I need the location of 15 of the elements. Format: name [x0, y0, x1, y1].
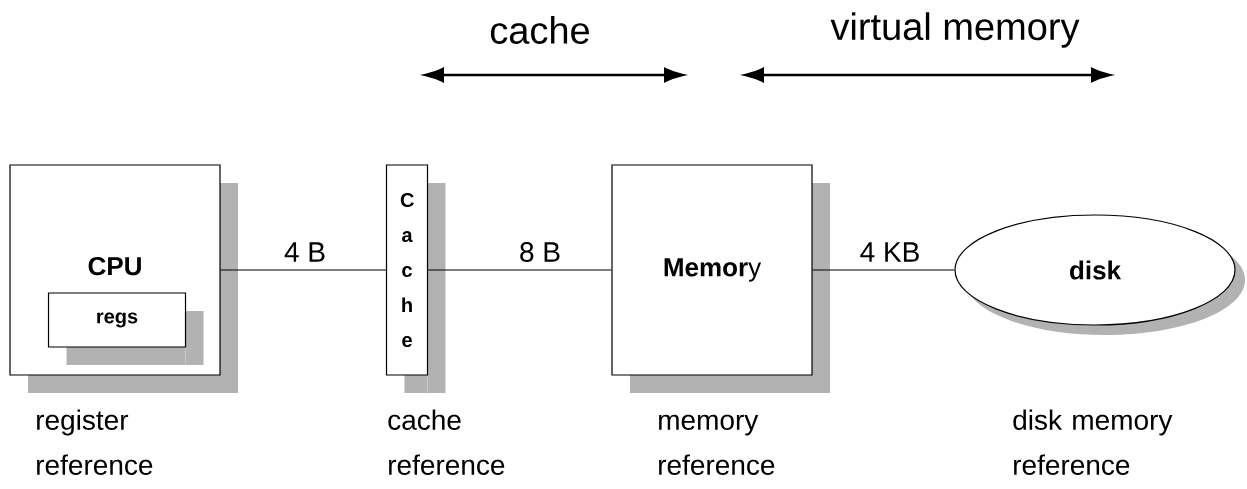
connector-line [812, 269, 955, 271]
edge-label: 4 KB [858, 241, 922, 263]
span-label: cache [490, 16, 589, 44]
connector-line [220, 269, 387, 271]
reference-label: memory reference [659, 414, 775, 475]
box: Memory [611, 164, 830, 393]
edge-label: 4 B [283, 241, 328, 263]
reference-label: register reference [37, 409, 153, 475]
connector-line [427, 269, 612, 271]
reference-label: disk memory reference [1013, 409, 1173, 475]
register-box: regs [47, 292, 204, 365]
cache-box: Cache [385, 164, 446, 393]
span-label: virtual memory [830, 12, 1080, 48]
edge-label: 8 B [518, 241, 562, 263]
reference-label: cache reference [388, 409, 505, 475]
